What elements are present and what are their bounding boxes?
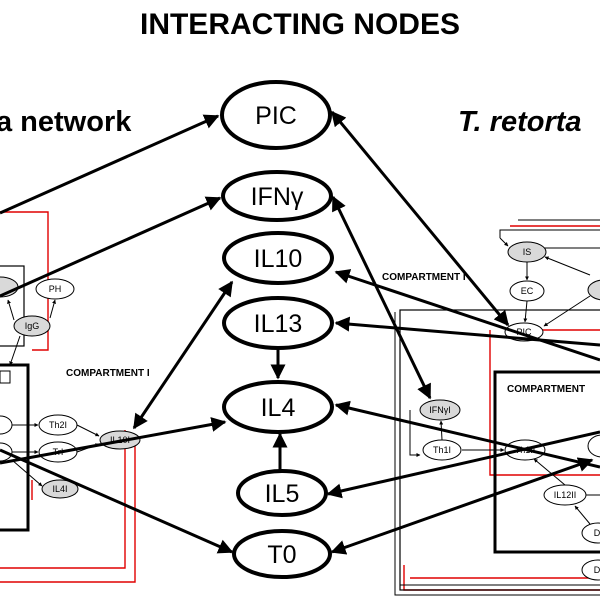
svg-text:IL10: IL10 (254, 245, 303, 273)
diagram-title: INTERACTING NODES (140, 8, 460, 41)
right-compartment-i-box (399, 309, 600, 591)
right-node-partial-mid (587, 434, 600, 458)
right-node-il12ii: IL12II (543, 484, 587, 506)
central-node-il4: IL4 (222, 380, 334, 434)
svg-text:D: D (594, 565, 600, 575)
right-compartment-i-label: COMPARTMENT I (382, 272, 466, 283)
interaction-arrows (0, 110, 600, 555)
left-compartment-label: COMPARTMENT I (66, 368, 150, 379)
svg-text:IFNγI: IFNγI (429, 405, 451, 415)
svg-text:IS: IS (523, 247, 532, 257)
arrow-left-to-pic (0, 114, 220, 215)
left-outer-box (0, 265, 25, 347)
left-node-ph: PH (35, 278, 75, 300)
central-node-il5: IL5 (236, 469, 328, 517)
svg-text:EC: EC (521, 286, 534, 296)
left-small-square (0, 370, 11, 384)
central-node-ifng: IFNγ (221, 170, 333, 222)
arrow-ifng-ifngi (331, 195, 432, 400)
right-compartment-ii-label: COMPARTMENT (507, 384, 585, 395)
svg-text:PH: PH (49, 284, 62, 294)
arrow-left-to-t0 (0, 448, 234, 554)
arrow-left-to-il4 (0, 417, 227, 465)
svg-text:IL12II: IL12II (554, 490, 577, 500)
right-node-partial-top (587, 279, 600, 301)
central-node-il10: IL10 (222, 231, 334, 285)
left-node-il4i: IL4I (41, 479, 79, 499)
left-node-th2i: Th2I (38, 414, 78, 436)
left-network-title: a network (0, 106, 132, 138)
central-node-t0: T0 (232, 529, 332, 579)
arrow-left-to-ifng (0, 196, 222, 298)
right-node-ec: EC (509, 280, 545, 302)
left-network: COMPARTMENT I PH IgG Th2I TrI IL10I IL4I (0, 211, 150, 583)
svg-text:Th2I: Th2I (49, 420, 67, 430)
left-compartment-box (0, 363, 30, 532)
svg-text:PIC: PIC (255, 102, 297, 130)
right-node-ifngi: IFNγI (419, 399, 461, 421)
svg-text:Th1I: Th1I (433, 445, 451, 455)
svg-text:PIC: PIC (516, 327, 532, 337)
svg-text:IFNγ: IFNγ (251, 183, 304, 211)
arrow-t0-right (330, 457, 594, 555)
central-node-pic: PIC (220, 80, 332, 150)
svg-text:IgG: IgG (25, 321, 40, 331)
central-node-il13: IL13 (222, 296, 334, 350)
right-network: COMPARTMENT I COMPARTMENT IS EC PIC IFNγ… (382, 219, 600, 596)
left-node-igg: IgG (13, 315, 51, 337)
svg-text:IL4: IL4 (261, 394, 296, 422)
arrow-pic-right-pic (330, 110, 510, 327)
arrow-il10-il10i (132, 280, 234, 430)
right-node-d1: D (581, 522, 600, 544)
arrow-il10-right (334, 269, 600, 362)
svg-text:T0: T0 (267, 541, 296, 569)
svg-text:IL4I: IL4I (52, 484, 67, 494)
right-node-th1i: Th1I (422, 439, 462, 461)
arrow-il4-right (334, 400, 600, 469)
left-node-partial-a (0, 415, 13, 435)
right-network-title: T. retorta (458, 106, 582, 138)
svg-text:D: D (594, 528, 600, 538)
svg-text:IL5: IL5 (265, 480, 300, 508)
svg-text:IL13: IL13 (254, 310, 303, 338)
arrow-il5-right (326, 430, 600, 499)
right-node-d2: D (581, 559, 600, 581)
right-node-is: IS (507, 241, 547, 263)
arrow-il13-right (334, 316, 600, 347)
